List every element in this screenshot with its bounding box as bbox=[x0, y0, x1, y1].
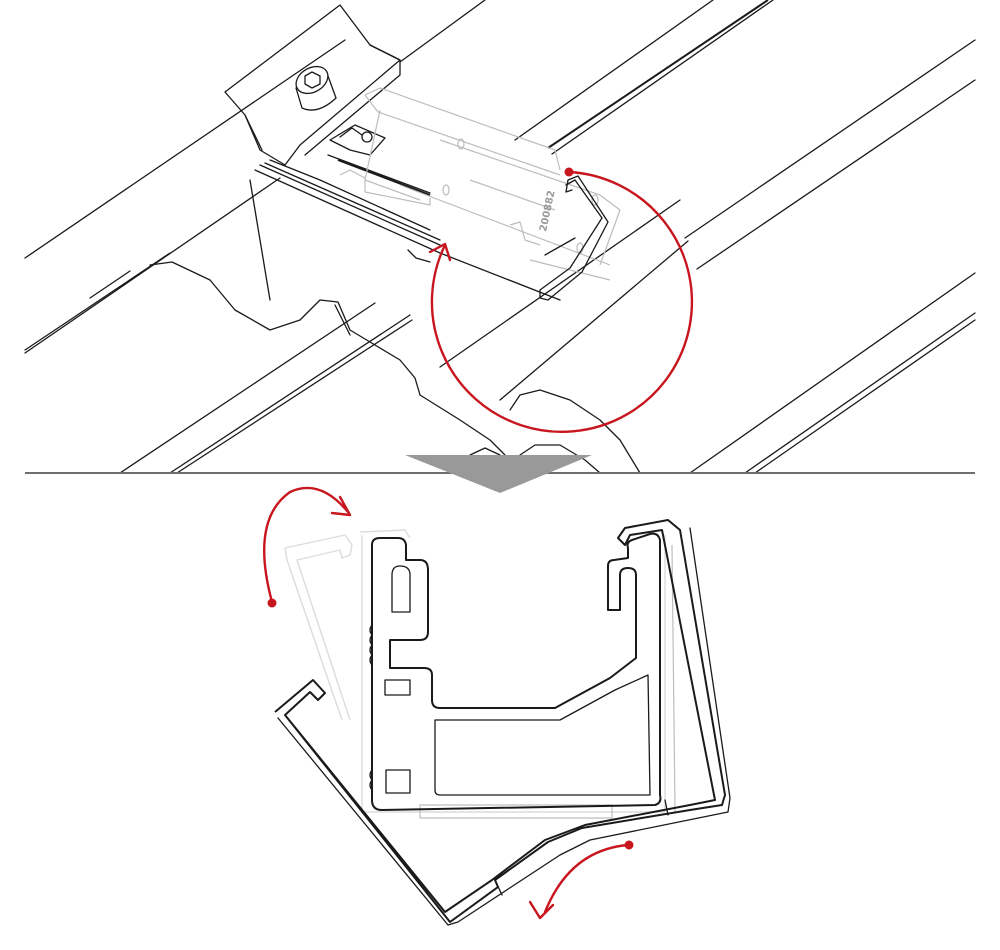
roof-line bbox=[689, 272, 976, 474]
arrow-start-dot bbox=[267, 598, 277, 608]
clip-hook-arrow bbox=[263, 486, 350, 604]
ghost-frame bbox=[364, 87, 561, 171]
cross-section-panel bbox=[263, 486, 731, 926]
roof-line bbox=[89, 270, 131, 299]
roof-line bbox=[24, 177, 281, 354]
rail-slot-middle bbox=[384, 679, 411, 696]
part-number-label: 200882 bbox=[538, 189, 557, 232]
ghost-rail-outline bbox=[671, 544, 676, 813]
down-arrow-icon bbox=[405, 455, 592, 493]
rail-slot bbox=[337, 159, 431, 196]
rail-chamber bbox=[434, 674, 651, 796]
ghost-frame bbox=[439, 139, 621, 266]
rail-profile bbox=[371, 532, 662, 811]
roof-line bbox=[547, 0, 769, 149]
clip-profile bbox=[544, 237, 576, 256]
roof-line bbox=[551, 0, 774, 155]
rail-serration bbox=[369, 769, 373, 791]
rail-slot-lower bbox=[385, 769, 411, 794]
ghost-frame bbox=[399, 184, 611, 266]
roof-line bbox=[24, 252, 171, 351]
mounting-rail bbox=[407, 249, 431, 263]
ghost-rail-outline bbox=[359, 529, 411, 539]
clip-joint bbox=[664, 799, 669, 816]
ghost-frame bbox=[469, 179, 556, 211]
roof-line bbox=[169, 314, 411, 474]
arrow-head-icon bbox=[330, 495, 352, 517]
roof-line bbox=[684, 39, 976, 239]
roof-line bbox=[696, 79, 976, 270]
clip-profile bbox=[539, 175, 609, 301]
ghost-hole bbox=[442, 184, 450, 196]
roof-line bbox=[399, 0, 486, 63]
roof-panel: 200882 bbox=[24, 0, 976, 474]
roof-line bbox=[176, 319, 413, 474]
roof-line bbox=[754, 319, 976, 474]
rail-clip bbox=[329, 124, 386, 156]
roof-line bbox=[439, 199, 681, 368]
rail-clip-screw bbox=[361, 131, 373, 143]
clip-profile-section bbox=[274, 519, 726, 923]
clip-outer-edge bbox=[277, 527, 731, 926]
rail-slot bbox=[327, 154, 431, 194]
mounting-rail bbox=[259, 164, 441, 246]
roof-line bbox=[119, 302, 376, 474]
ghost-rail-base bbox=[419, 804, 613, 819]
ghost-frame bbox=[509, 221, 541, 246]
arrow-head-icon bbox=[428, 242, 452, 262]
rail-serration bbox=[369, 624, 373, 666]
tile-edge bbox=[519, 444, 601, 474]
ghost-frame bbox=[529, 259, 611, 281]
tile-edge bbox=[509, 389, 641, 474]
mounting-rail bbox=[269, 159, 431, 231]
ghost-hole bbox=[457, 138, 465, 150]
arrow-start-dot bbox=[624, 840, 634, 850]
ghost-clip-position bbox=[284, 534, 353, 721]
roof-line bbox=[514, 0, 714, 141]
roof-line bbox=[744, 312, 976, 474]
hex-bolt-icon bbox=[295, 65, 337, 111]
roof-hook-bracket bbox=[244, 114, 263, 151]
rail-slot-upper bbox=[391, 565, 411, 613]
roof-line bbox=[499, 240, 689, 401]
roof-line bbox=[249, 179, 271, 301]
ghost-rail-outline bbox=[361, 535, 666, 813]
tile-edge bbox=[469, 447, 501, 456]
rotation-circle-arrow bbox=[430, 170, 694, 433]
mounting-rail bbox=[254, 169, 561, 301]
arrow-start-dot bbox=[564, 167, 574, 177]
ghost-frame bbox=[364, 94, 561, 176]
arrow-head-icon bbox=[528, 900, 555, 920]
tile-edge bbox=[419, 394, 506, 456]
roof-hook-bracket bbox=[304, 44, 401, 156]
ghost-hole bbox=[591, 194, 599, 206]
tile-edge bbox=[149, 261, 421, 396]
mounting-rail bbox=[264, 162, 441, 241]
ghost-frame bbox=[339, 169, 431, 206]
clip-joint bbox=[494, 879, 503, 896]
rail-clip bbox=[339, 127, 363, 138]
clip-swing-arrow bbox=[543, 843, 630, 914]
roof-line bbox=[24, 39, 346, 259]
tile-edge bbox=[334, 304, 351, 336]
